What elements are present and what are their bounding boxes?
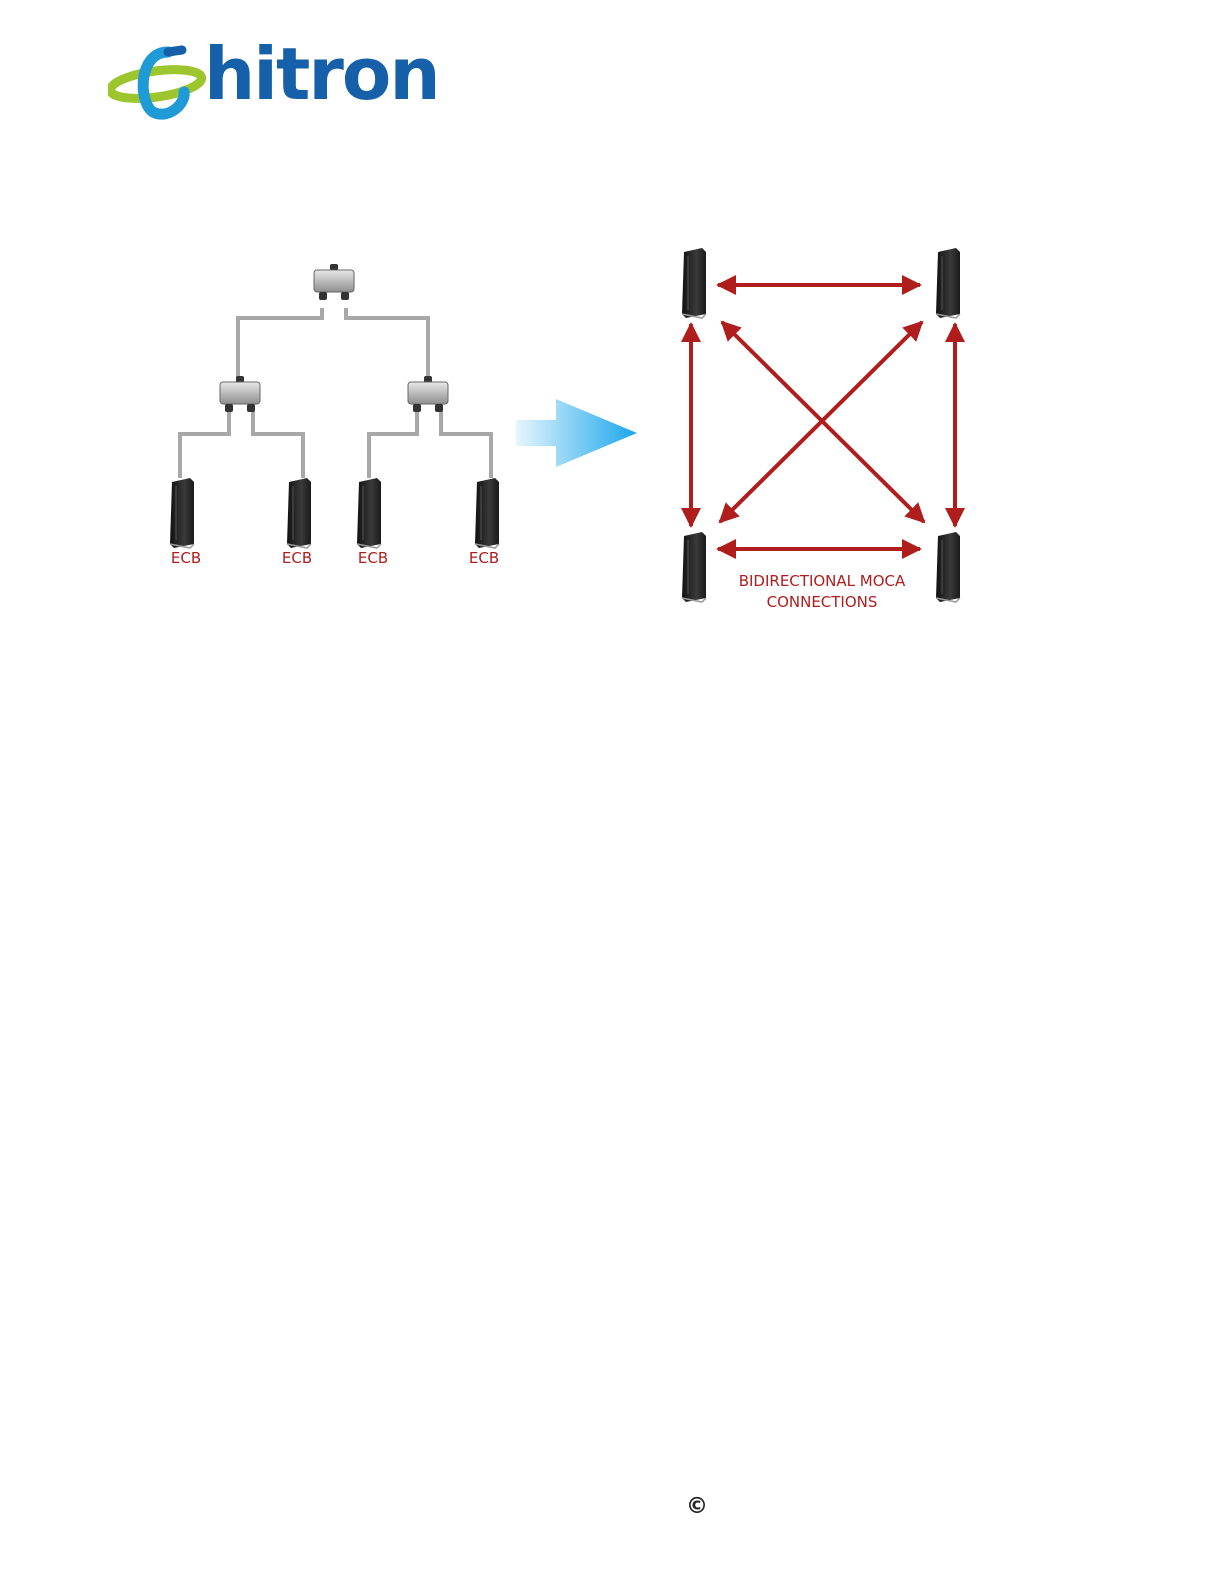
mesh-device-bottom-right bbox=[936, 532, 960, 602]
ecb-device-3 bbox=[357, 478, 381, 548]
mesh-device-top-right bbox=[936, 248, 960, 318]
ecb-label-2: ECB bbox=[282, 549, 312, 567]
moca-links bbox=[691, 285, 955, 549]
mesh-device-top-left bbox=[682, 248, 706, 318]
cable-right-b bbox=[441, 410, 491, 478]
hitron-swoosh-icon bbox=[108, 42, 208, 122]
ecb-label-4: ECB bbox=[469, 549, 499, 567]
cable-left-a bbox=[180, 410, 229, 478]
mesh-caption-line-2: CONNECTIONS bbox=[767, 593, 878, 611]
cable-right-a bbox=[369, 410, 417, 478]
ecb-label-1: ECB bbox=[171, 549, 201, 567]
mesh-caption-line-1: BIDIRECTIONAL MOCA bbox=[739, 572, 906, 590]
ecb-device-1 bbox=[170, 478, 194, 548]
cable-top-left bbox=[238, 308, 322, 380]
splitter-right bbox=[408, 376, 448, 412]
ecb-device-2 bbox=[287, 478, 311, 548]
logo-wordmark: hitron bbox=[204, 38, 439, 110]
mesh-device-bottom-left bbox=[682, 532, 706, 602]
copyright-symbol: © bbox=[686, 1494, 708, 1519]
cable-left-b bbox=[253, 410, 303, 478]
splitter-left bbox=[220, 376, 260, 412]
ecb-label-3: ECB bbox=[358, 549, 388, 567]
hitron-logo: hitron bbox=[108, 42, 428, 122]
ecb-device-4 bbox=[475, 478, 499, 548]
splitter-top bbox=[314, 264, 354, 300]
transition-arrow-icon bbox=[516, 399, 637, 467]
cable-top-right bbox=[346, 308, 428, 380]
moca-network-diagram: ECB ECB ECB ECB BIDIRECTIONAL MOCA CONNE… bbox=[0, 230, 1224, 630]
